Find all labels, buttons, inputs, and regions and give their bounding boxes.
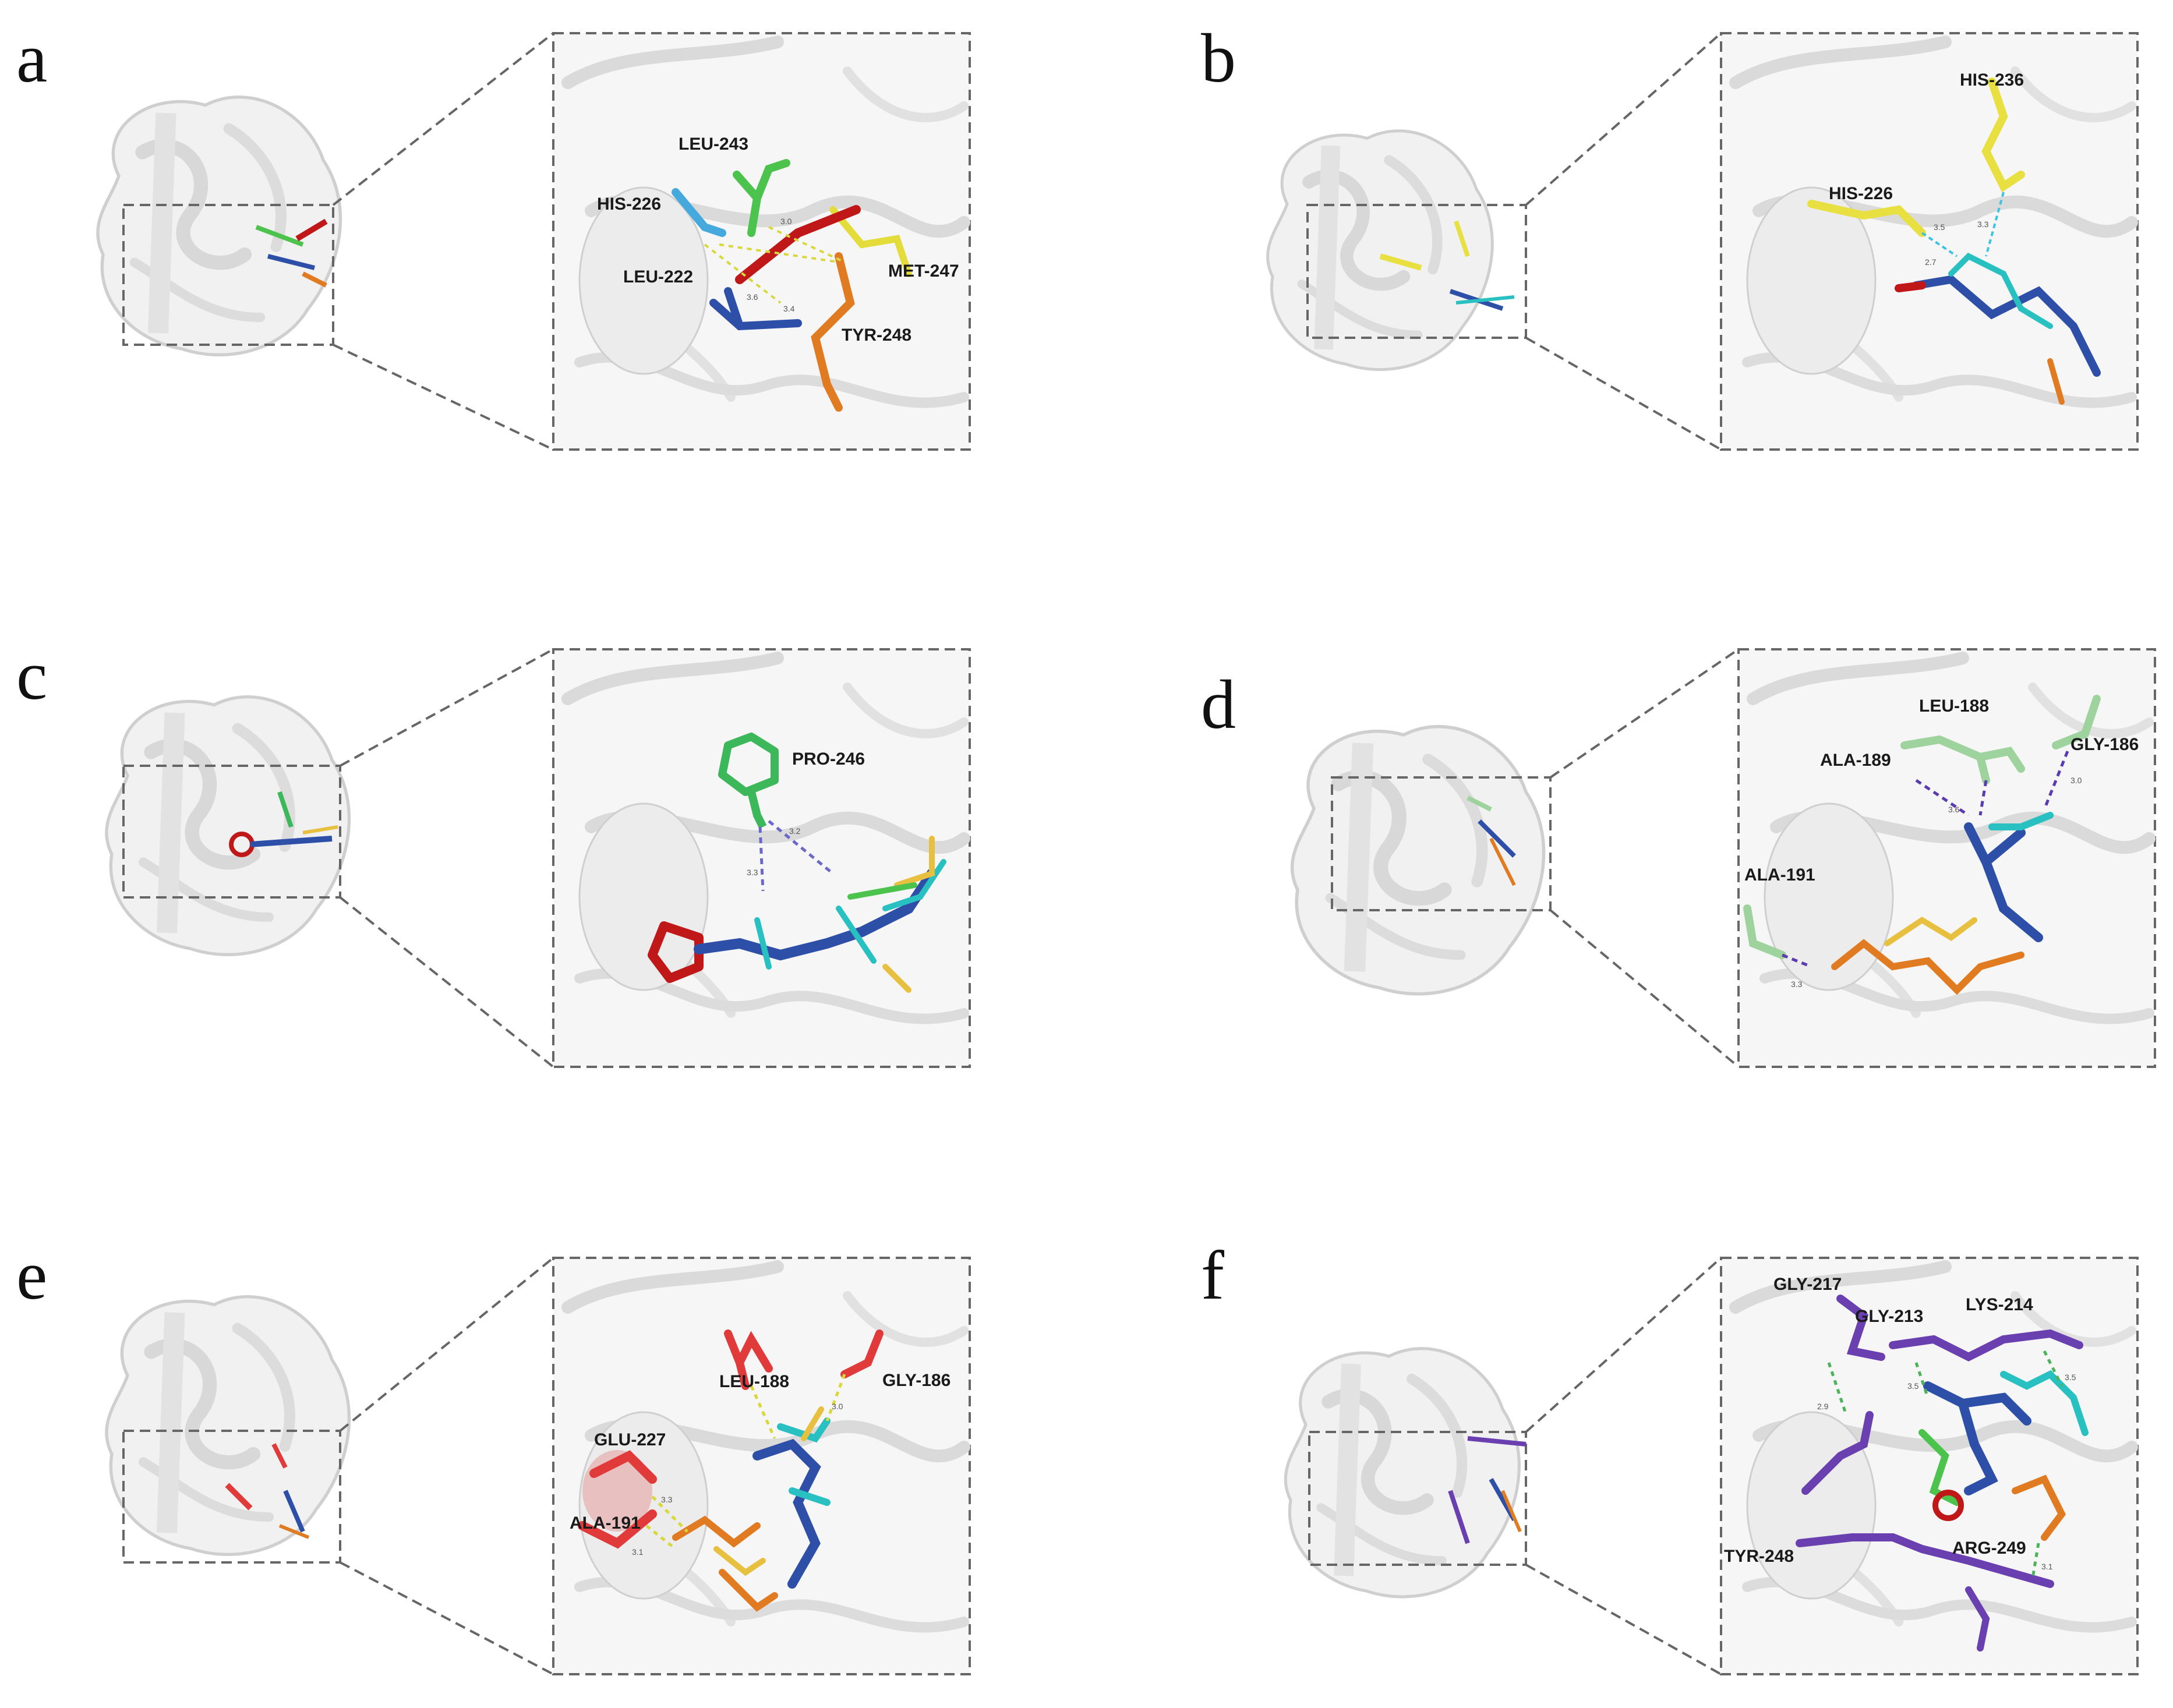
residue-stick-d-3 [1743, 904, 1786, 959]
residue-label-f-1: GLY-217 [1773, 1275, 1842, 1294]
residue-stick-a-5 [811, 252, 855, 412]
residue-label-e-4: ALA-191 [570, 1513, 641, 1533]
ligand-c [694, 868, 937, 961]
distance-c-1: 3.2 [789, 826, 801, 836]
residue-label-f-4: TYR-248 [1724, 1547, 1794, 1566]
panel-letter-d: d [1201, 666, 1236, 743]
residue-label-f-2: GLY-213 [1855, 1307, 1923, 1326]
residue-label-d-1: LEU-188 [1919, 696, 1989, 716]
residue-label-f-5: ARG-249 [1952, 1539, 2026, 1558]
panel-a: 3.0 3.6 3.4 LEU-243 HIS-226 LEU-222 MET-… [98, 32, 971, 451]
residue-stick-c-1 [718, 733, 779, 829]
ligand-e-1 [752, 1438, 821, 1589]
panel-c: 3.2 3.3 PRO-246 [107, 648, 971, 1068]
zoom-box-small-c [122, 765, 341, 899]
residue-stick-f-2 [1889, 1329, 2083, 1362]
zoom-box-small-e [122, 1430, 341, 1564]
residue-stick-e-3 [578, 1450, 657, 1549]
residue-stick-e-1 [724, 1329, 773, 1390]
protein-overview-b [1268, 131, 1493, 370]
mini-ligand-a [255, 218, 328, 288]
distance-e-3: 3.3 [661, 1495, 673, 1504]
panel-letter-b: b [1201, 19, 1236, 97]
distance-d-2: 3.0 [2070, 776, 2082, 785]
residue-label-d-2: ALA-189 [1820, 751, 1891, 770]
distance-f-3: 3.5 [2065, 1373, 2076, 1382]
distance-a-3: 3.4 [783, 304, 795, 313]
distance-b-1: 3.5 [1934, 222, 1945, 232]
distance-c-2: 3.3 [747, 868, 758, 877]
residue-stick-d-2 [2052, 695, 2101, 749]
mini-ligand-f [1448, 1436, 1527, 1544]
panel-letter-e: e [16, 1236, 48, 1314]
panel-e: 3.0 3.1 3.3 LEU-188 GLY-186 GLU-227 ALA-… [107, 1257, 971, 1675]
mini-ligand-b [1379, 220, 1515, 311]
residue-stick-f-3 [1801, 1411, 1874, 1495]
distance-b-2: 3.3 [1977, 220, 1989, 229]
protein-overview-a [98, 97, 341, 355]
residue-label-b-2: HIS-226 [1829, 184, 1893, 203]
panel-letter-a: a [16, 19, 48, 97]
residue-stick-a-4 [829, 206, 912, 277]
residue-stick-b-2 [1807, 200, 1926, 237]
protein-overview-f [1285, 1349, 1519, 1597]
ligand-d-1 [1964, 822, 2043, 942]
ligand-b-2 [1948, 252, 2053, 329]
residue-label-f-3: LYS-214 [1966, 1295, 2033, 1314]
ligand-ring-c [648, 921, 704, 983]
distance-a-1: 3.0 [780, 217, 792, 226]
residue-label-e-1: LEU-188 [719, 1372, 789, 1391]
distance-f-2: 3.5 [1907, 1381, 1919, 1391]
ligand-a [735, 205, 861, 284]
residue-stick-a-3 [709, 287, 802, 331]
residue-label-e-3: GLU-227 [594, 1430, 666, 1449]
residue-stick-f-1 [1836, 1295, 1885, 1361]
distance-e-1: 3.0 [832, 1402, 843, 1411]
panel-d: 3.6 3.0 3.3 LEU-188 ALA-189 GLY-186 ALA-… [1292, 648, 2156, 1068]
zoom-box-small-d [1331, 776, 1552, 911]
residue-stick-d-1 [1900, 735, 2025, 784]
distance-d-1: 3.6 [1948, 805, 1960, 814]
residue-label-c-1: PRO-246 [792, 749, 865, 769]
residue-label-a-3: LEU-222 [623, 267, 693, 287]
protein-overview-c [107, 697, 349, 955]
protein-overview-e [107, 1297, 349, 1555]
protein-overview-d [1292, 727, 1544, 994]
panel-f: 2.9 3.5 3.5 3.1 GLY-217 GLY-213 LYS-214 … [1285, 1257, 2139, 1675]
distance-a-2: 3.6 [747, 292, 758, 302]
distance-f-4: 3.1 [2041, 1562, 2053, 1571]
residue-label-a-2: HIS-226 [597, 195, 661, 214]
residue-label-a-1: LEU-243 [679, 135, 748, 154]
zoom-box-small-f [1308, 1431, 1527, 1566]
mini-ligand-c [229, 791, 338, 857]
zoom-box-small-b [1306, 204, 1527, 339]
residue-label-d-3: GLY-186 [2070, 735, 2139, 754]
distance-e-2: 3.1 [632, 1547, 644, 1557]
panel-letter-f: f [1201, 1236, 1224, 1314]
residue-stick-f-4 [1796, 1533, 2054, 1588]
residue-label-b-1: HIS-236 [1960, 70, 2024, 90]
distance-b-3: 2.7 [1925, 257, 1937, 267]
residue-label-a-4: MET-247 [888, 261, 959, 281]
residue-label-d-4: ALA-191 [1744, 865, 1815, 885]
panel-b: 3.5 3.3 2.7 HIS-236 HIS-226 [1268, 32, 2139, 451]
distance-d-3: 3.3 [1791, 979, 1803, 989]
residue-stick-b-1 [1981, 77, 2025, 193]
residue-label-a-5: TYR-248 [842, 326, 911, 345]
distance-f-1: 2.9 [1817, 1402, 1829, 1411]
zoom-box-small-a [122, 204, 334, 346]
residue-label-e-2: GLY-186 [882, 1371, 951, 1390]
mini-ligand-e [225, 1443, 310, 1539]
residue-stick-e-2 [840, 1329, 884, 1378]
mini-ligand-d [1467, 795, 1516, 886]
residue-stick-a-1 [733, 159, 790, 237]
ligand-f-1 [1923, 1381, 2031, 1495]
panel-letter-c: c [16, 636, 48, 714]
residue-stick-a-2 [672, 188, 726, 237]
